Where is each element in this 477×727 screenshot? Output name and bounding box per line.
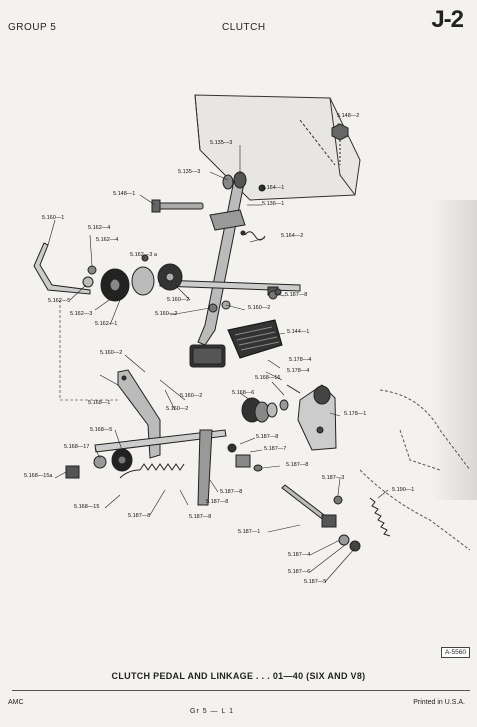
callout-5187-4: 5.187—4 — [288, 552, 311, 558]
callout-5187-7: 5.187—7 — [264, 446, 287, 452]
callout-5187-5: 5.187—5 — [304, 579, 327, 585]
callout-5187-8: 5.187—8 — [189, 514, 212, 520]
callout-5187-3: 5.187—3 — [322, 475, 345, 481]
callout-5168-15a: 5.168—15a — [24, 473, 53, 479]
callout-5160-2: 5.160—2 — [100, 350, 123, 356]
callout-5162-4: 5.162—4 — [88, 225, 111, 231]
callout-5187-8: 5.187—8 — [256, 434, 279, 440]
callout-5168-17: 5.168—17 — [64, 444, 90, 450]
callout-5160-2: 5.160—2 — [167, 297, 190, 303]
callout-5187-8: 5.187—8 — [285, 292, 308, 298]
group-heading: GROUP 5 — [8, 22, 57, 33]
callout-5162-1: 5.162—1 — [95, 321, 118, 327]
callout-5135-3: 5.135—3 — [178, 169, 201, 175]
callout-5168-15: 5.168—15 — [74, 504, 100, 510]
pivot-bushings — [222, 171, 266, 192]
bellcrank — [286, 384, 337, 451]
callout-5160-2: 5.160—2 — [180, 393, 203, 399]
callout-5136-1: 5.136—1 — [262, 201, 285, 207]
callout-5160-2: 5.160—2 — [248, 305, 271, 311]
footer-brand: AMC — [8, 699, 24, 706]
callout-5187-1: 5.187—1 — [238, 529, 261, 535]
callout-5160-2: 5.160—2 — [155, 311, 178, 317]
lower-bushings — [65, 448, 133, 479]
return-spring-lower — [369, 497, 391, 537]
callout-5148-2: 5.148—2 — [337, 113, 360, 119]
engine-outline — [359, 389, 471, 551]
callout-5168-5: 5.168—5 — [90, 427, 113, 433]
footer-rule — [12, 690, 470, 691]
callout-5144-1: 5.144—1 — [287, 329, 310, 335]
page-edge-shadow — [432, 200, 477, 500]
callout-5168-1: 5.168—1 — [88, 400, 111, 406]
callout-5187-8: 5.187—8 — [128, 513, 151, 519]
pedal-pad — [227, 319, 283, 359]
callout-5162-5: 5.162—5 — [48, 298, 71, 304]
callout-5178-1: 5.178—1 — [344, 411, 367, 417]
callout-5187-8: 5.187—8 — [220, 489, 243, 495]
callout-5162-3a: 5.162—3 a — [130, 252, 157, 258]
callout-5187-8: 5.187—8 — [206, 499, 229, 505]
grommets — [82, 254, 183, 302]
callout-5160-2: 5.160—2 — [166, 406, 189, 412]
clutch-pedal-arm — [189, 174, 246, 368]
callout-5162-3: 5.162—3 — [70, 311, 93, 317]
callout-5168-6: 5.168—6 — [232, 390, 255, 396]
callout-5187-8: 5.187—8 — [286, 462, 309, 468]
page-id: J-2 — [431, 6, 464, 33]
callout-5148-1: 5.148—1 — [113, 191, 136, 197]
adjusting-rod — [227, 443, 361, 552]
callout-5135-3: 5.135—3 — [210, 140, 233, 146]
footer-print-note: Printed in U.S.A. — [413, 699, 465, 706]
callout-5160-1: 5.160—1 — [42, 215, 65, 221]
footer-page-code: Gr 5 — L 1 — [190, 708, 234, 715]
figure-caption: CLUTCH PEDAL AND LINKAGE . . . 01—40 (SI… — [111, 671, 366, 681]
callout-5178-4: 5.178—4 — [287, 368, 310, 374]
callout-5168-16: 5.168—16 — [255, 375, 281, 381]
lower-bracket — [117, 369, 161, 459]
washers-middle — [208, 288, 282, 313]
section-heading: CLUTCH — [222, 22, 266, 33]
callout-5190-1: 5.190—1 — [392, 487, 415, 493]
callout-5178-4: 5.178—4 — [289, 357, 312, 363]
callout-5162-4: 5.162—4 — [96, 237, 119, 243]
callout-5187-6: 5.187—6 — [288, 569, 311, 575]
return-spring — [240, 230, 266, 241]
pivot-bolt — [151, 199, 204, 213]
figure-reference: A-5560 — [441, 647, 470, 658]
shaft-bushing — [241, 397, 289, 423]
coil-spring — [119, 463, 185, 479]
leader-lines — [47, 123, 389, 583]
callout-5164-2: 5.164—2 — [281, 233, 304, 239]
pushrod-left — [33, 242, 91, 295]
callout-5164-1: 5.164—1 — [262, 185, 285, 191]
